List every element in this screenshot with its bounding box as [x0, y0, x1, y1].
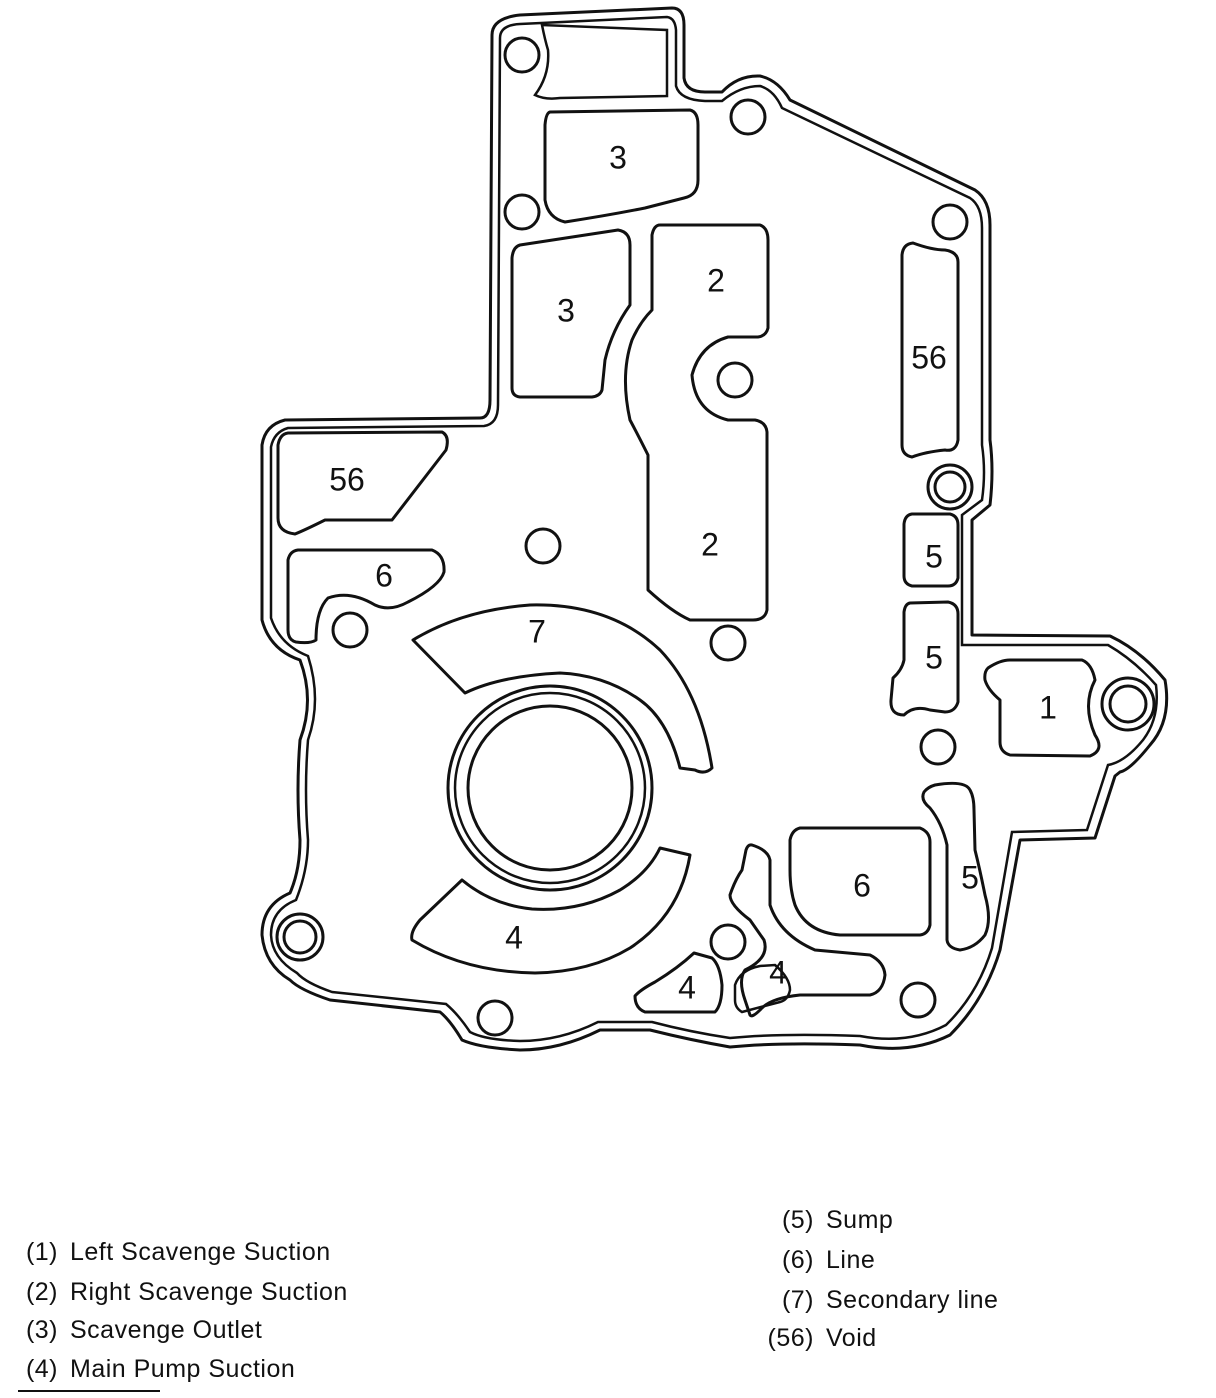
label-left-scavenge: 1: [1039, 689, 1057, 725]
legend-item: (56) Void: [762, 1324, 877, 1353]
bolt-hole: [503, 193, 541, 231]
legend-underline: [18, 1390, 160, 1392]
bolt-hole-reinforced: [275, 912, 325, 962]
passage-sump-middle: [889, 600, 960, 717]
legend-item: (1) Left Scavenge Suction: [22, 1238, 331, 1267]
passage-scavenge-outlet-lower: [510, 228, 632, 399]
label-right-scavenge-lower: 2: [701, 526, 719, 562]
passage-line-left: [286, 548, 446, 645]
bolt-hole-reinforced: [1100, 676, 1156, 732]
bolt-hole: [709, 923, 747, 961]
legend-description: Sump: [826, 1206, 894, 1234]
upper-tab-connector: [533, 23, 669, 100]
label-main-pump-large: 4: [505, 919, 523, 955]
bolt-hole: [931, 203, 969, 241]
bolt-hole-reinforced: [926, 463, 974, 511]
bolt-hole: [716, 361, 754, 399]
plate-inner-outline: [269, 15, 1158, 1043]
passage-scavenge-outlet-upper: [543, 108, 700, 224]
label-void-right: 56: [911, 339, 947, 375]
passage-main-pump-small-right-inner: [733, 963, 792, 1014]
legend-description: Scavenge Outlet: [70, 1316, 263, 1344]
legend-item: (4) Main Pump Suction: [22, 1355, 295, 1384]
label-sump-middle: 5: [925, 639, 943, 675]
bolt-hole: [729, 98, 767, 136]
central-bore-inner: [466, 704, 634, 872]
passage-line-right: [788, 826, 932, 937]
legend-code: (4): [25, 1355, 58, 1383]
legend-code: (56): [767, 1324, 814, 1352]
bolt-hole-reinforced-inner: [1108, 684, 1148, 724]
legend-item: (5) Sump: [762, 1206, 893, 1235]
label-sump-upper: 5: [925, 538, 943, 574]
legend-code: (2): [25, 1278, 58, 1306]
bolt-hole: [524, 527, 562, 565]
bolt-hole: [331, 611, 369, 649]
legend-description: Left Scavenge Suction: [70, 1238, 331, 1266]
legend-description: Secondary line: [826, 1286, 999, 1314]
label-main-pump-small-right: 4: [769, 954, 787, 990]
passage-void-right: [900, 241, 960, 459]
legend-code: (6): [781, 1246, 814, 1274]
label-main-pump-small-left: 4: [678, 969, 696, 1005]
passage-right-scavenge-upper: [624, 223, 770, 622]
bolt-hole: [503, 36, 541, 74]
legend-code: (1): [25, 1238, 58, 1266]
legend-item: (2) Right Scavenge Suction: [22, 1278, 348, 1307]
legend-description: Right Scavenge Suction: [70, 1278, 348, 1306]
passage-void-left: [276, 430, 449, 536]
legend-code: (7): [781, 1286, 814, 1314]
legend-item: (3) Scavenge Outlet: [22, 1316, 262, 1345]
passage-main-pump-large: [410, 846, 692, 975]
passage-main-pump-small-right: [728, 843, 887, 1018]
plate-outer-outline: [260, 6, 1169, 1052]
label-scavenge-outlet-lower: 3: [557, 292, 575, 328]
central-bore-outer: [446, 684, 654, 892]
legend-code: (5): [781, 1206, 814, 1234]
label-line-right: 6: [853, 867, 871, 903]
passage-sump-lower: [921, 781, 990, 952]
label-secondary-line: 7: [528, 613, 546, 649]
label-void-left: 56: [329, 461, 365, 497]
bolt-hole-reinforced-inner: [933, 470, 967, 504]
legend-item: (6) Line: [762, 1246, 875, 1275]
label-scavenge-outlet-upper: 3: [609, 139, 627, 175]
central-bore-middle: [453, 691, 647, 885]
legend-description: Main Pump Suction: [70, 1355, 296, 1383]
label-sump-lower: 5: [961, 859, 979, 895]
passage-main-pump-small-left: [633, 951, 724, 1014]
legend-description: Void: [826, 1324, 877, 1352]
bolt-hole: [709, 624, 747, 662]
legend-item: (7) Secondary line: [762, 1286, 998, 1315]
passage-left-scavenge: [983, 658, 1101, 758]
passage-sump-upper: [902, 512, 960, 588]
valve-body-gasket-diagram: 3 3 2 2 56 56 5 6 7 5 1 5 6 4 4 4: [260, 6, 1169, 1052]
label-right-scavenge-upper: 2: [707, 262, 725, 298]
legend-description: Line: [826, 1246, 876, 1274]
bolt-hole: [899, 981, 937, 1019]
bolt-hole-reinforced-inner: [282, 919, 318, 955]
passage-secondary-line: [411, 603, 714, 774]
bolt-hole: [919, 728, 957, 766]
bolt-hole: [476, 999, 514, 1037]
label-line-left: 6: [375, 557, 393, 593]
legend-code: (3): [25, 1316, 58, 1344]
